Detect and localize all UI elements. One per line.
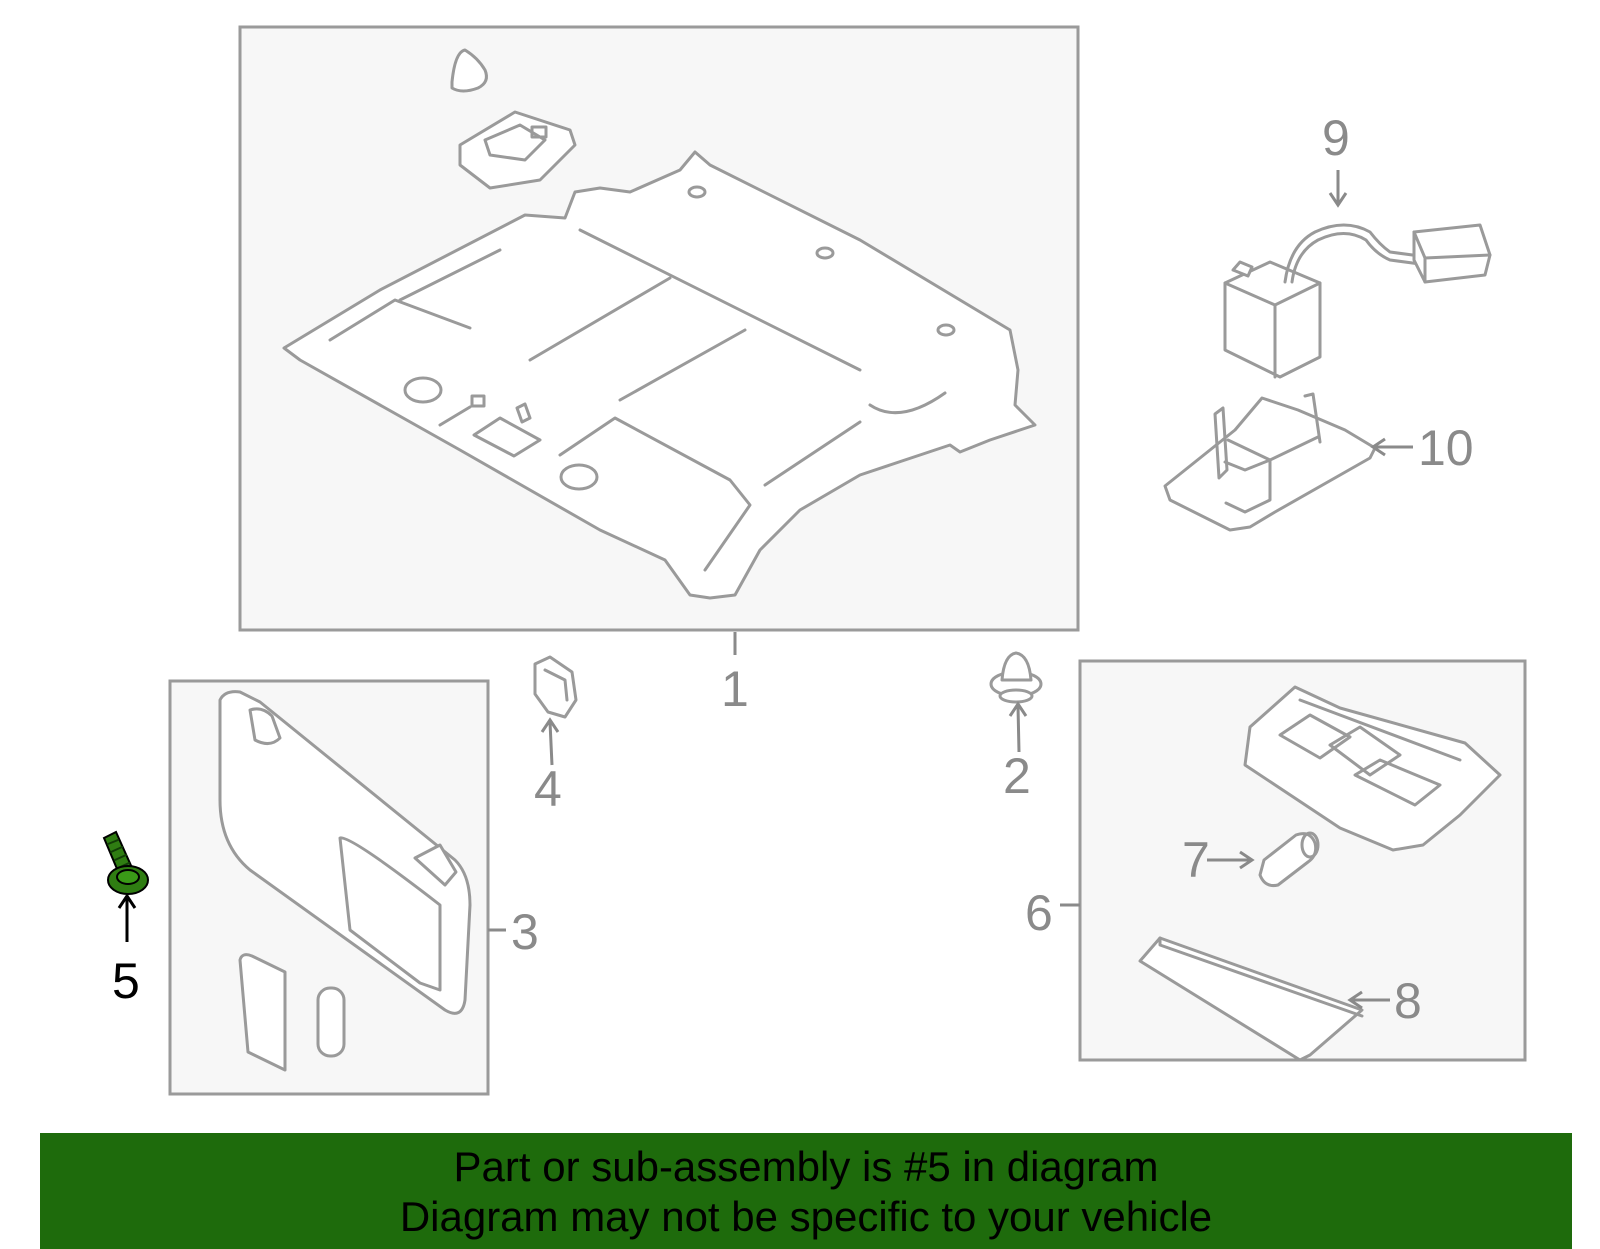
- leader-8: [1347, 990, 1390, 1010]
- bracket-part-10[interactable]: [1163, 392, 1377, 532]
- callout-9: 9: [1322, 110, 1350, 166]
- module-part-9[interactable]: [1223, 223, 1492, 379]
- headliner-part[interactable]: [282, 48, 1037, 600]
- leader-9: [1328, 170, 1348, 208]
- callout-2: 2: [1003, 748, 1031, 804]
- banner-line-1: Part or sub-assembly is #5 in diagram: [453, 1143, 1159, 1190]
- clip-part-4[interactable]: [533, 655, 578, 719]
- leader-2: [1008, 701, 1028, 753]
- leader-7: [1207, 850, 1255, 870]
- lens-part-8[interactable]: [1138, 936, 1364, 1062]
- callout-8: 8: [1394, 973, 1422, 1029]
- callout-4: 4: [534, 761, 562, 817]
- leader-4: [540, 717, 560, 766]
- callout-7: 7: [1182, 832, 1210, 888]
- bolt-part-5[interactable]: [102, 830, 149, 895]
- callout-10: 10: [1418, 420, 1474, 476]
- dome-lamp-part[interactable]: [1243, 685, 1502, 852]
- callout-3: 3: [511, 904, 539, 960]
- bulb-part-7[interactable]: [1258, 831, 1320, 887]
- callout-6: 6: [1025, 885, 1053, 941]
- callout-1: 1: [721, 661, 749, 717]
- leader-10: [1370, 437, 1413, 457]
- callout-5: 5: [112, 953, 140, 1009]
- sun-visor-part[interactable]: [218, 690, 472, 1072]
- clip-part-2[interactable]: [989, 651, 1043, 704]
- leader-5: [117, 893, 137, 942]
- banner-line-2: Diagram may not be specific to your vehi…: [399, 1193, 1213, 1240]
- info-banner: Part or sub-assembly is #5 in diagram Di…: [40, 1133, 1572, 1249]
